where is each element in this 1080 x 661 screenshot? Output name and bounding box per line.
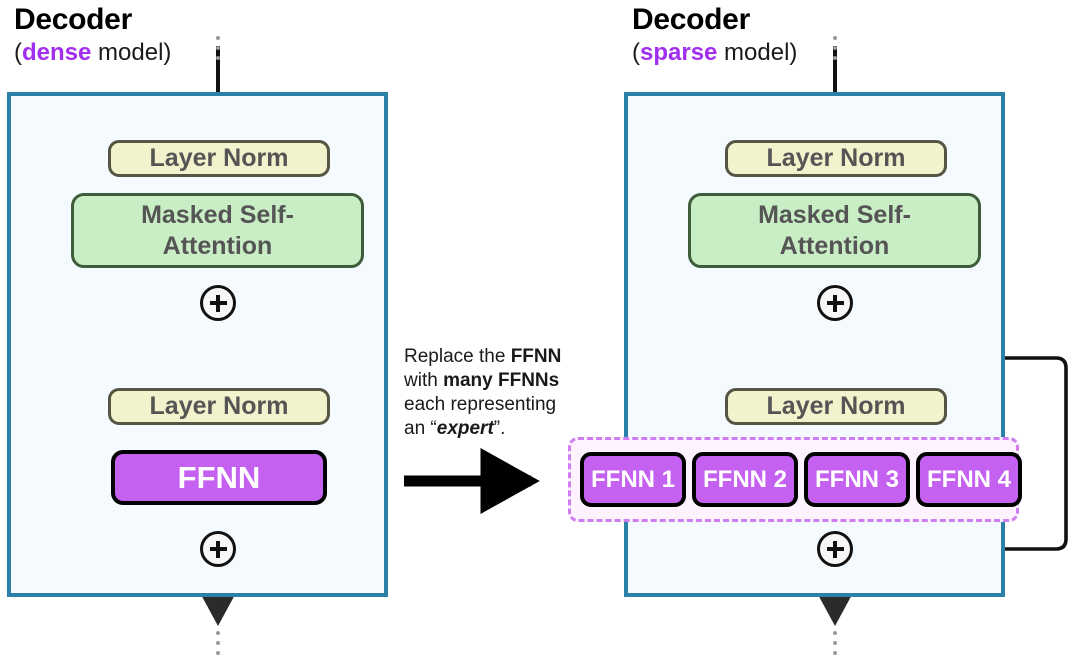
dense-subtitle-suffix: model) (91, 39, 172, 66)
sparse-layer-norm-1[interactable]: Layer Norm (725, 140, 947, 177)
sparse-layer-norm-2[interactable]: Layer Norm (725, 388, 947, 425)
annotation-line-2-bold: many FFNNs (443, 370, 560, 391)
sparse-subtitle-highlight: sparse (640, 39, 718, 66)
dense-add-node-2[interactable] (200, 531, 236, 567)
vertical-ellipsis-icon-dense-top (216, 36, 220, 60)
dense-attention-label: Masked Self- Attention (141, 200, 294, 262)
sparse-add-node-1[interactable] (817, 285, 853, 321)
sparse-masked-self-attention[interactable]: Masked Self- Attention (688, 193, 981, 268)
dense-masked-self-attention[interactable]: Masked Self- Attention (71, 193, 364, 268)
dense-attention-line-1: Masked Self- (141, 200, 294, 229)
sparse-title: Decoder (632, 3, 750, 36)
dense-subtitle: (dense model) (14, 38, 171, 68)
vertical-ellipsis-icon-sparse-top (833, 36, 837, 60)
vertical-ellipsis-icon-sparse-bottom (833, 631, 837, 655)
sparse-subtitle: (sparse model) (632, 38, 797, 68)
sparse-add-node-2[interactable] (817, 531, 853, 567)
sparse-attention-line-1: Masked Self- (758, 200, 911, 229)
vertical-ellipsis-icon-dense-bottom (216, 631, 220, 655)
dense-subtitle-prefix: ( (14, 39, 22, 66)
annotation-line-4-b: ”. (493, 418, 506, 439)
transform-annotation: Replace the FFNN with many FFNNs each re… (404, 345, 576, 441)
sparse-attention-label: Masked Self- Attention (758, 200, 911, 262)
annotation-line-2-plain: with (404, 370, 444, 391)
sparse-expert-2[interactable]: FFNN 2 (692, 452, 798, 507)
annotation-line-4-a: an “ (404, 418, 437, 439)
annotation-line-1-plain: Replace the (404, 346, 511, 367)
dense-subtitle-highlight: dense (22, 39, 92, 66)
sparse-expert-4[interactable]: FFNN 4 (916, 452, 1022, 507)
annotation-line-3: each representing (404, 394, 557, 415)
dense-layer-norm-2[interactable]: Layer Norm (108, 388, 330, 425)
sparse-subtitle-suffix: model) (717, 39, 798, 66)
dense-attention-line-2: Attention (162, 231, 273, 260)
annotation-line-1-bold: FFNN (510, 346, 562, 367)
dense-ffnn[interactable]: FFNN (111, 450, 327, 505)
sparse-title-block: Decoder (sparse model) (632, 2, 797, 68)
dense-title: Decoder (14, 3, 132, 36)
dense-layer-norm-1[interactable]: Layer Norm (108, 140, 330, 177)
annotation-expert-emphasis: expert (436, 418, 494, 439)
dense-title-block: Decoder (dense model) (14, 2, 171, 68)
sparse-attention-line-2: Attention (779, 231, 890, 260)
dense-add-node-1[interactable] (200, 285, 236, 321)
sparse-expert-3[interactable]: FFNN 3 (804, 452, 910, 507)
sparse-expert-1[interactable]: FFNN 1 (580, 452, 686, 507)
sparse-subtitle-prefix: ( (632, 39, 640, 66)
